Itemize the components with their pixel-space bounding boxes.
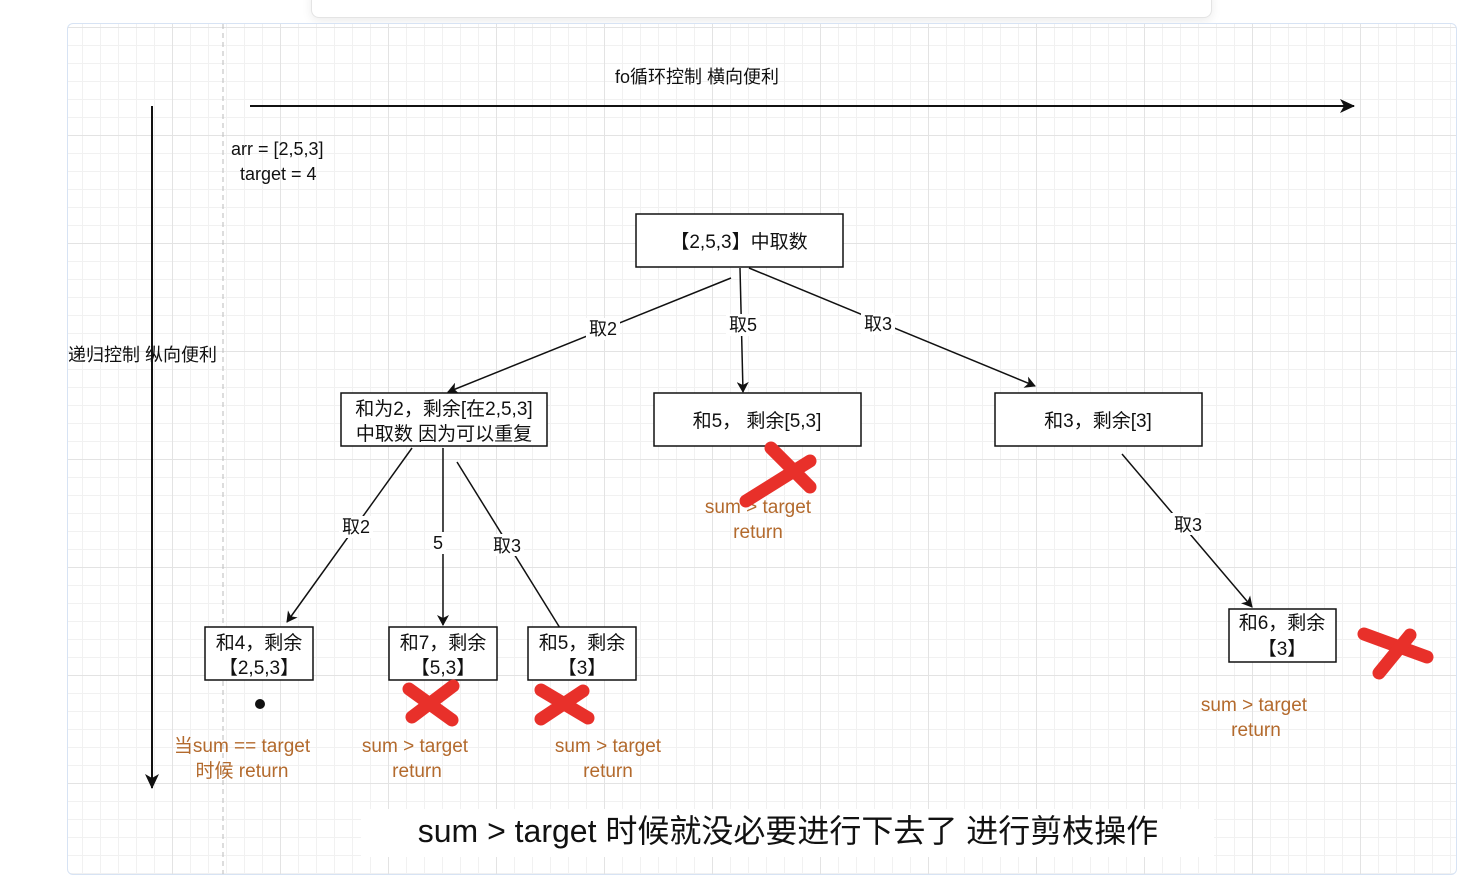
note-sum6-line1: sum > target (1201, 695, 1308, 716)
note-sum4-line2: 时候 return (196, 760, 289, 782)
root-node-text: 【2,5,3】中取数 (670, 231, 807, 253)
edge-label-sum3-take3: 取3 (1174, 515, 1202, 535)
cross-icon (534, 683, 595, 726)
node-sum6-line1: 和6，剩余 (1239, 612, 1326, 634)
node-sum2-line2: 中取数 因为可以重复 (356, 423, 532, 445)
edge-label-sum2-take2: 取2 (342, 517, 370, 537)
vertical-axis-label: 递归控制 纵向便利 (68, 345, 217, 365)
node-sum4-line2: 【2,5,3】 (219, 657, 299, 679)
node-sum4[interactable]: 和4，剩余 【2,5,3】 (204, 626, 314, 681)
edge-label-root-take5: 取5 (729, 315, 757, 335)
note-sum7-line2: return (392, 761, 442, 782)
edge-label-root-take3: 取3 (864, 314, 892, 334)
input-target: target = 4 (240, 164, 317, 184)
diagram-svg: fo循环控制 横向便利 递归控制 纵向便利 arr = [2,5,3] targ… (68, 24, 1434, 874)
diagram-canvas[interactable]: fo循环控制 横向便利 递归控制 纵向便利 arr = [2,5,3] targ… (67, 23, 1457, 875)
cross-icon (402, 679, 460, 727)
note-sum5-b-line2: return (583, 761, 633, 782)
input-arr: arr = [2,5,3] (231, 139, 324, 159)
node-sum3-text: 和3，剩余[3] (1044, 410, 1152, 432)
node-sum2-line1: 和为2，剩余[在2,5,3] (355, 398, 532, 420)
edge-label-root-take2: 取2 (589, 319, 617, 339)
note-sum5-line1: sum > target (705, 497, 812, 518)
node-sum2[interactable]: 和为2，剩余[在2,5,3] 中取数 因为可以重复 (340, 392, 548, 447)
horizontal-axis-label: fo循环控制 横向便利 (615, 67, 779, 87)
node-sum7-line1: 和7，剩余 (400, 632, 487, 654)
root-node[interactable]: 【2,5,3】中取数 (635, 213, 844, 268)
node-sum5-text: 和5， 剩余[5,3] (693, 410, 822, 432)
node-sum7[interactable]: 和7，剩余 【5,3】 (388, 626, 498, 681)
cross-icon (739, 441, 817, 508)
node-sum5[interactable]: 和5， 剩余[5,3] (653, 392, 862, 447)
cross-icon (1357, 627, 1434, 680)
note-sum4-line1: 当sum == target (174, 735, 311, 757)
node-sum5-b-line2: 【3】 (558, 657, 607, 679)
edge-label-sum2-take5: 5 (433, 533, 443, 553)
note-sum5-b-line1: sum > target (555, 736, 662, 757)
node-sum5-b[interactable]: 和5，剩余 【3】 (527, 626, 637, 681)
edge-label-sum2-take3: 取3 (493, 536, 521, 556)
note-sum7-line1: sum > target (362, 736, 469, 757)
result-dot-icon (255, 699, 265, 709)
node-sum5-b-line1: 和5，剩余 (539, 632, 626, 654)
top-toolbar-card (311, 0, 1212, 18)
node-sum6-line2: 【3】 (1258, 638, 1307, 660)
node-sum4-line1: 和4，剩余 (216, 632, 303, 654)
node-sum7-line2: 【5,3】 (411, 657, 475, 679)
note-sum5-line2: return (733, 522, 783, 543)
caption: sum > target 时候就没必要进行下去了 进行剪枝操作 (418, 813, 1159, 849)
node-sum6[interactable]: 和6，剩余 【3】 (1228, 608, 1337, 663)
node-sum3[interactable]: 和3，剩余[3] (994, 392, 1203, 447)
note-sum6-line2: return (1231, 720, 1281, 741)
